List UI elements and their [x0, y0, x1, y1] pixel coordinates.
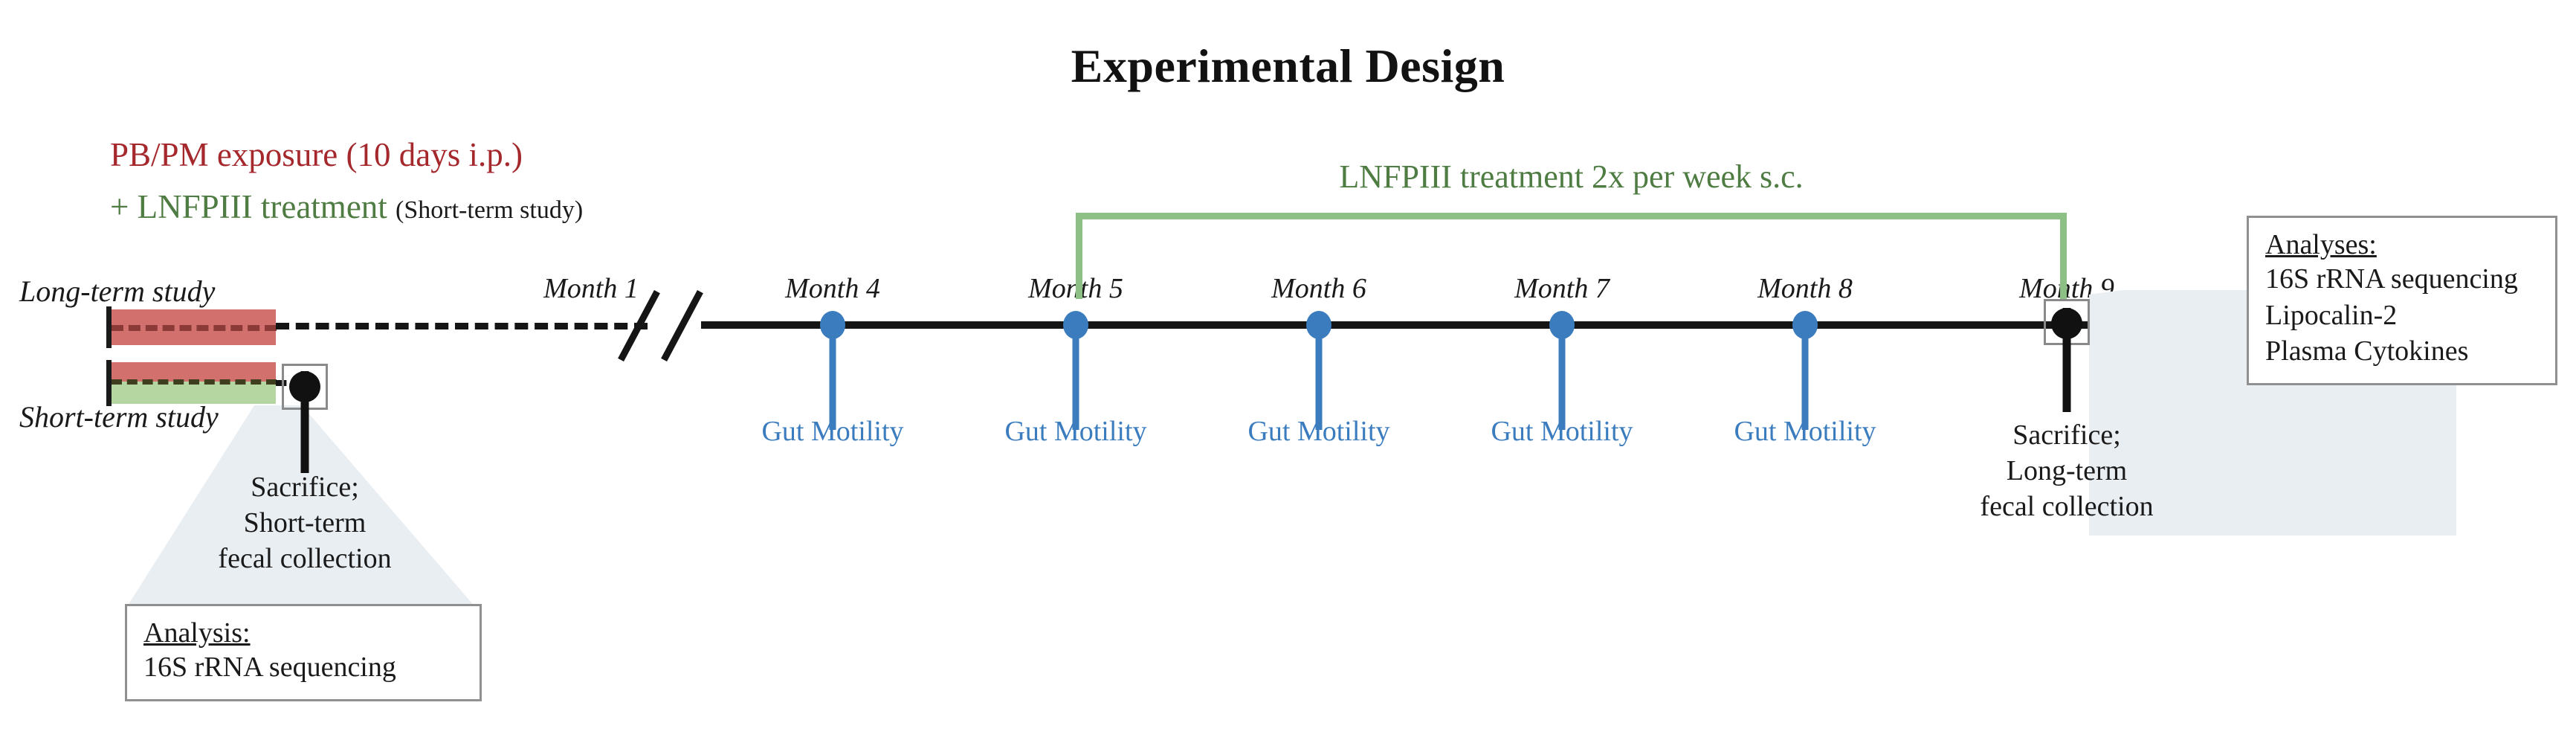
long-term-bar-dashes	[112, 325, 277, 331]
gut-motility-dot[interactable]	[1792, 311, 1818, 339]
exposure-caption: PB/PM exposure (10 days i.p.)	[110, 136, 523, 173]
gut-motility-stem	[829, 335, 836, 430]
timeline-dashed-segment	[276, 323, 648, 329]
gut-motility-label: Gut Motility	[1734, 416, 1876, 447]
month-label-5: Month 7	[1514, 273, 1610, 304]
gut-motility-label: Gut Motility	[1004, 416, 1147, 447]
short-term-lnfp-bar	[106, 382, 276, 404]
lnfp-caption-note: (Short-term study)	[396, 196, 584, 224]
gut-motility-label: Gut Motility	[761, 416, 904, 447]
month-label-1: Month 1	[543, 273, 639, 304]
timeline-axis	[701, 321, 2145, 329]
short-term-exposure-bar	[106, 362, 276, 382]
short-term-analysis-box: Analysis: 16S rRNA sequencing	[125, 604, 482, 701]
lnfp-caption-green: + LNFPIII treatment	[110, 188, 387, 225]
short-term-study-label: Short-term study	[19, 400, 219, 434]
long-term-sacrifice-caption: Sacrifice;Long-term fecal collection	[1980, 418, 2153, 525]
short-term-analysis-item: 16S rRNA sequencing	[143, 652, 396, 683]
short-term-analysis-heading: Analysis:	[143, 617, 251, 649]
short-term-bar-start-cap	[106, 360, 112, 406]
short-term-sacrifice-stem	[300, 371, 309, 473]
long-term-analyses-box: Analyses: 16S rRNA sequencing Lipocalin-…	[2247, 216, 2557, 385]
long-term-sacrifice-stem	[2062, 308, 2071, 412]
gut-motility-dot[interactable]	[820, 311, 845, 339]
caption-line: Sacrifice;	[2012, 419, 2121, 451]
gut-motility-dot[interactable]	[1063, 311, 1088, 339]
gut-motility-dot[interactable]	[1549, 311, 1575, 339]
gut-motility-label: Gut Motility	[1247, 416, 1390, 447]
lnfp-bracket-top	[1076, 213, 2067, 219]
caption-line: Long-term	[2006, 454, 2128, 486]
short-term-callout-funnel	[126, 405, 476, 608]
lnfp-bracket-left-arm	[1076, 213, 1082, 299]
caption-line: Short-term	[243, 507, 367, 538]
long-term-analyses-heading: Analyses:	[2265, 229, 2377, 260]
caption-line: Sacrifice;	[251, 472, 359, 503]
lnfp-bracket-right-arm	[2060, 213, 2067, 299]
lnfp-caption: + LNFPIII treatment (Short-term study)	[110, 187, 583, 226]
long-term-analyses-item-2: Plasma Cytokines	[2265, 335, 2469, 367]
gut-motility-stem	[1558, 335, 1566, 430]
gut-motility-stem	[1315, 335, 1323, 430]
gut-motility-stem	[1072, 335, 1079, 430]
month-label-2: Month 4	[785, 273, 880, 304]
long-term-analyses-item-1: Lipocalin-2	[2265, 299, 2398, 331]
short-term-sacrifice-caption: Sacrifice; Short-term fecal collection	[218, 470, 391, 577]
caption-line: fecal collection	[1980, 490, 2154, 522]
long-term-bar-start-cap	[106, 306, 112, 348]
figure-title: Experimental Design	[1071, 39, 1505, 92]
gut-motility-stem	[1801, 335, 1809, 430]
gut-motility-dot[interactable]	[1306, 311, 1331, 339]
month-label-6: Month 8	[1757, 273, 1853, 304]
axis-break-slash-2	[661, 289, 703, 362]
month-label-4: Month 6	[1271, 273, 1366, 304]
long-term-study-label: Long-term study	[19, 274, 216, 308]
caption-line: fecal collection	[218, 542, 392, 574]
long-term-analyses-item-0: 16S rRNA sequencing	[2265, 263, 2518, 295]
lnfp-bracket-label: LNFPIII treatment 2x per week s.c.	[1339, 158, 1804, 195]
short-term-bar-dashes	[112, 379, 277, 385]
gut-motility-label: Gut Motility	[1491, 416, 1633, 447]
